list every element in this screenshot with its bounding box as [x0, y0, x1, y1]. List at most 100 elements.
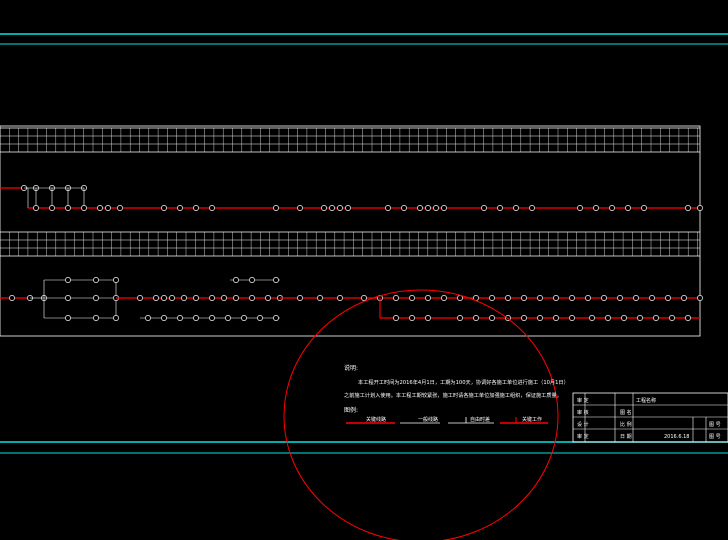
- event-node: [361, 295, 367, 301]
- event-node: [425, 295, 431, 301]
- event-node: [113, 315, 119, 321]
- notes-line-2: 之前施工计划入使用。本工程工期较紧张，施工时请各施工单位加强施工组织，保证施工质…: [344, 391, 562, 399]
- event-node: [697, 295, 703, 301]
- tb-cell: 工程名称: [636, 397, 656, 404]
- event-node: [273, 277, 279, 283]
- event-node: [65, 315, 71, 321]
- event-node: [473, 315, 479, 321]
- event-node: [297, 205, 303, 211]
- event-node: [577, 205, 583, 211]
- event-node: [233, 277, 239, 283]
- tb-cell: 审 核: [577, 409, 589, 416]
- event-node: [621, 315, 627, 321]
- event-node: [161, 295, 167, 301]
- event-node: [209, 315, 215, 321]
- event-node: [553, 315, 559, 321]
- event-node: [65, 277, 71, 283]
- event-node: [637, 315, 643, 321]
- event-node: [97, 205, 103, 211]
- event-node: [593, 205, 599, 211]
- time-scale-grid-middle: [0, 231, 700, 257]
- tb-cell: 图 号: [709, 422, 721, 428]
- legend-heading: 图例:: [344, 406, 358, 414]
- event-node: [569, 315, 575, 321]
- event-node: [641, 205, 647, 211]
- event-node: [441, 295, 447, 301]
- legend-item-critical-work: 关键工作: [522, 416, 542, 423]
- event-node: [209, 205, 215, 211]
- event-node: [297, 295, 303, 301]
- event-node: [329, 205, 335, 211]
- legend-item-critical: 关键线路: [366, 416, 386, 423]
- legend-item-normal: 一般线路: [418, 416, 438, 423]
- event-node: [337, 205, 343, 211]
- notes-heading: 说明:: [344, 364, 358, 372]
- event-node: [489, 295, 495, 301]
- event-node: [317, 295, 323, 301]
- event-node: [81, 205, 87, 211]
- tb-cell: 审 定: [577, 433, 589, 440]
- event-node: [425, 315, 431, 321]
- event-node: [393, 295, 399, 301]
- event-node: [9, 295, 15, 301]
- event-node: [221, 295, 227, 301]
- title-block-frame: [572, 392, 728, 443]
- event-node: [393, 315, 399, 321]
- event-node: [65, 295, 71, 301]
- diagram-frame: [0, 125, 701, 337]
- notes-block: 说明: 本工程开工时间为2016年4月1日，工期为100天，协调好各施工单位进行…: [344, 364, 569, 414]
- event-node: [241, 315, 247, 321]
- event-node: [161, 205, 167, 211]
- event-node: [537, 295, 543, 301]
- event-node: [633, 295, 639, 301]
- event-node: [193, 315, 199, 321]
- event-node: [137, 295, 143, 301]
- notes-line-1: 本工程开工时间为2016年4月1日，工期为100天，协调好各施工单位进行施工（1…: [358, 378, 569, 386]
- event-node: [681, 295, 687, 301]
- event-node: [513, 205, 519, 211]
- event-node: [425, 205, 431, 211]
- event-node: [93, 295, 99, 301]
- tb-cell: 图 号: [709, 434, 721, 440]
- event-node: [209, 295, 215, 301]
- tb-cell: 审 定: [577, 397, 589, 404]
- event-node: [193, 295, 199, 301]
- event-node: [529, 205, 535, 211]
- event-node: [181, 295, 187, 301]
- event-node: [497, 205, 503, 211]
- event-node: [685, 205, 691, 211]
- event-node: [273, 315, 279, 321]
- event-node: [589, 315, 595, 321]
- event-node: [337, 295, 343, 301]
- event-node: [617, 295, 623, 301]
- event-node: [169, 295, 175, 301]
- event-node: [225, 315, 231, 321]
- event-node: [585, 295, 591, 301]
- markup-circle: [283, 289, 559, 540]
- event-node: [409, 315, 415, 321]
- tb-cell: 图 名: [620, 409, 632, 416]
- event-node: [65, 205, 71, 211]
- tb-cell: 比 例: [620, 421, 632, 428]
- tb-cell: 设 计: [577, 421, 589, 428]
- event-node: [669, 315, 675, 321]
- event-node: [521, 315, 527, 321]
- event-node: [161, 315, 167, 321]
- event-node: [457, 315, 463, 321]
- event-node: [609, 205, 615, 211]
- event-node: [49, 205, 55, 211]
- frame-lines: [0, 33, 728, 454]
- event-node: [105, 205, 111, 211]
- event-node: [249, 295, 255, 301]
- event-node: [697, 205, 703, 211]
- legend-item-float: 自由时差: [470, 416, 490, 423]
- event-node: [433, 205, 439, 211]
- event-node: [605, 315, 611, 321]
- event-node: [153, 295, 159, 301]
- event-node: [93, 277, 99, 283]
- event-node: [145, 315, 151, 321]
- event-node: [489, 315, 495, 321]
- event-node: [685, 315, 691, 321]
- legend: 关键线路 一般线路 自由时差 关键工作: [346, 416, 548, 424]
- event-node: [601, 295, 607, 301]
